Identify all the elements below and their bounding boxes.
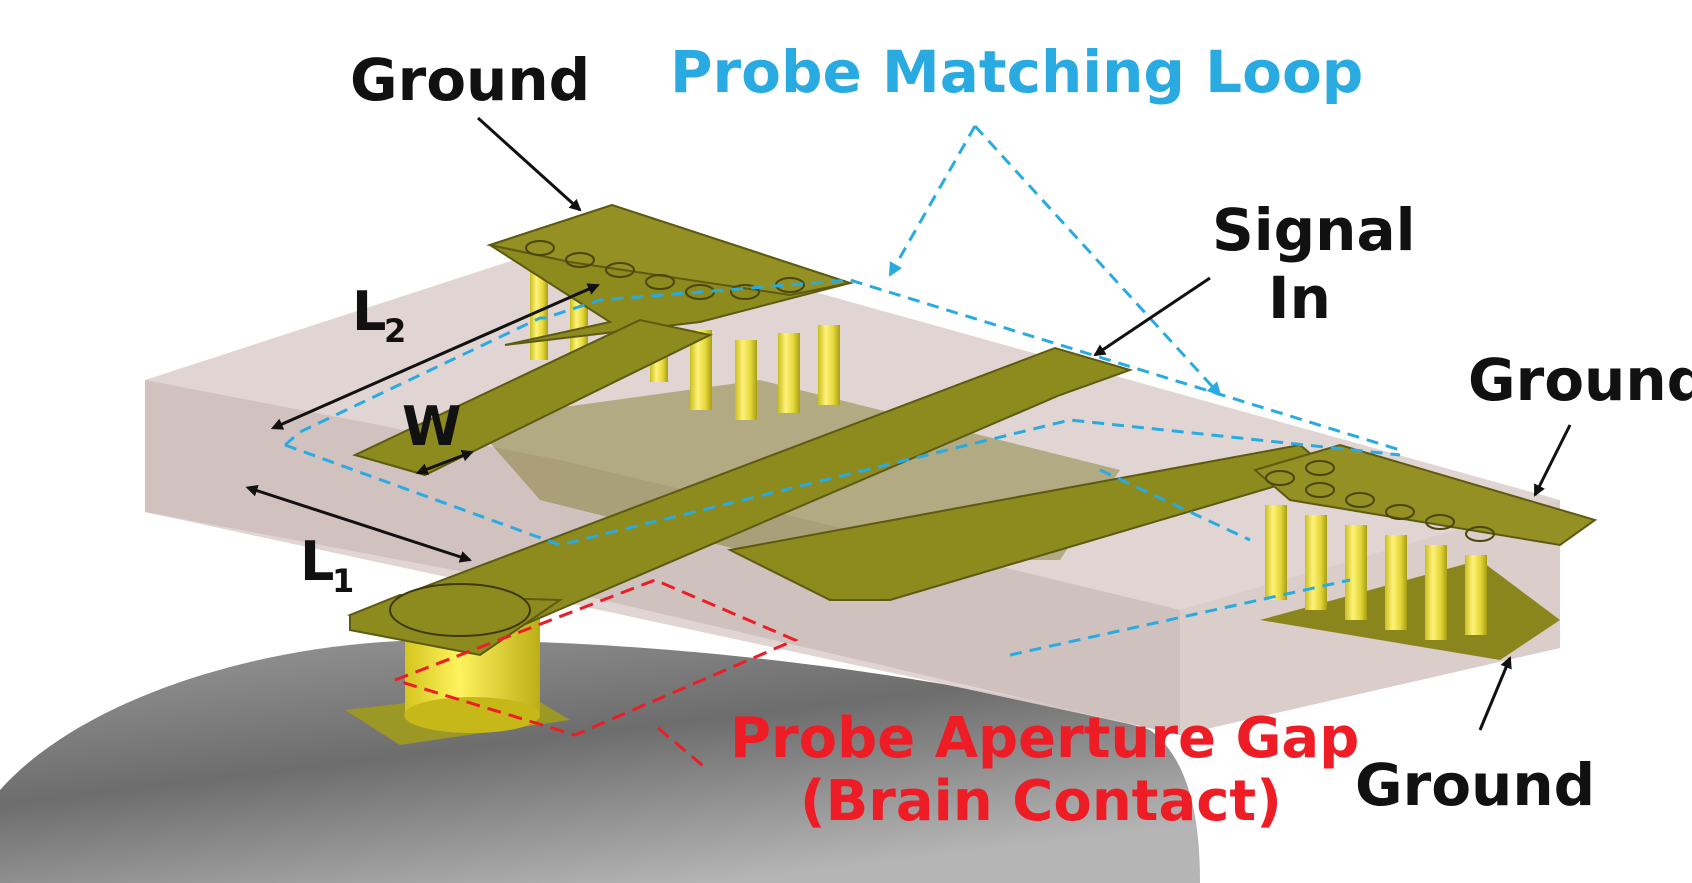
svg-text:L: L [300,530,334,593]
svg-text:2: 2 [384,312,406,350]
matching-loop-arrows [888,124,1222,397]
ground-label-top: Ground [350,46,590,114]
ground-label-right: Ground [1468,346,1692,414]
dimension-arrows [245,283,600,563]
matching-loop-label: Probe Matching Loop [670,38,1363,106]
right-ground-trace [726,443,1333,601]
ground-plane-right [1252,443,1598,547]
svg-text:L: L [352,280,386,343]
l2-label: L 2 [352,280,406,350]
l1-label: L 1 [300,530,354,600]
via-array-right [1265,505,1487,640]
brain-surface [0,640,1200,883]
callout-arrows [476,116,1572,731]
l1-dimension [245,484,472,563]
w-dimension [415,449,474,475]
brain-contact-label: (Brain Contact) [800,769,1282,834]
ground-label-bottom: Ground [1355,751,1595,819]
signal-in-label-line1: Signal [1212,196,1415,264]
l2-dimension [270,283,600,430]
aperture-gap-label: Probe Aperture Gap [730,706,1359,771]
svg-text:1: 1 [332,562,354,600]
aperture-gap-path [394,578,799,772]
signal-in-label-line2: In [1268,264,1331,332]
w-label: W [402,395,462,458]
